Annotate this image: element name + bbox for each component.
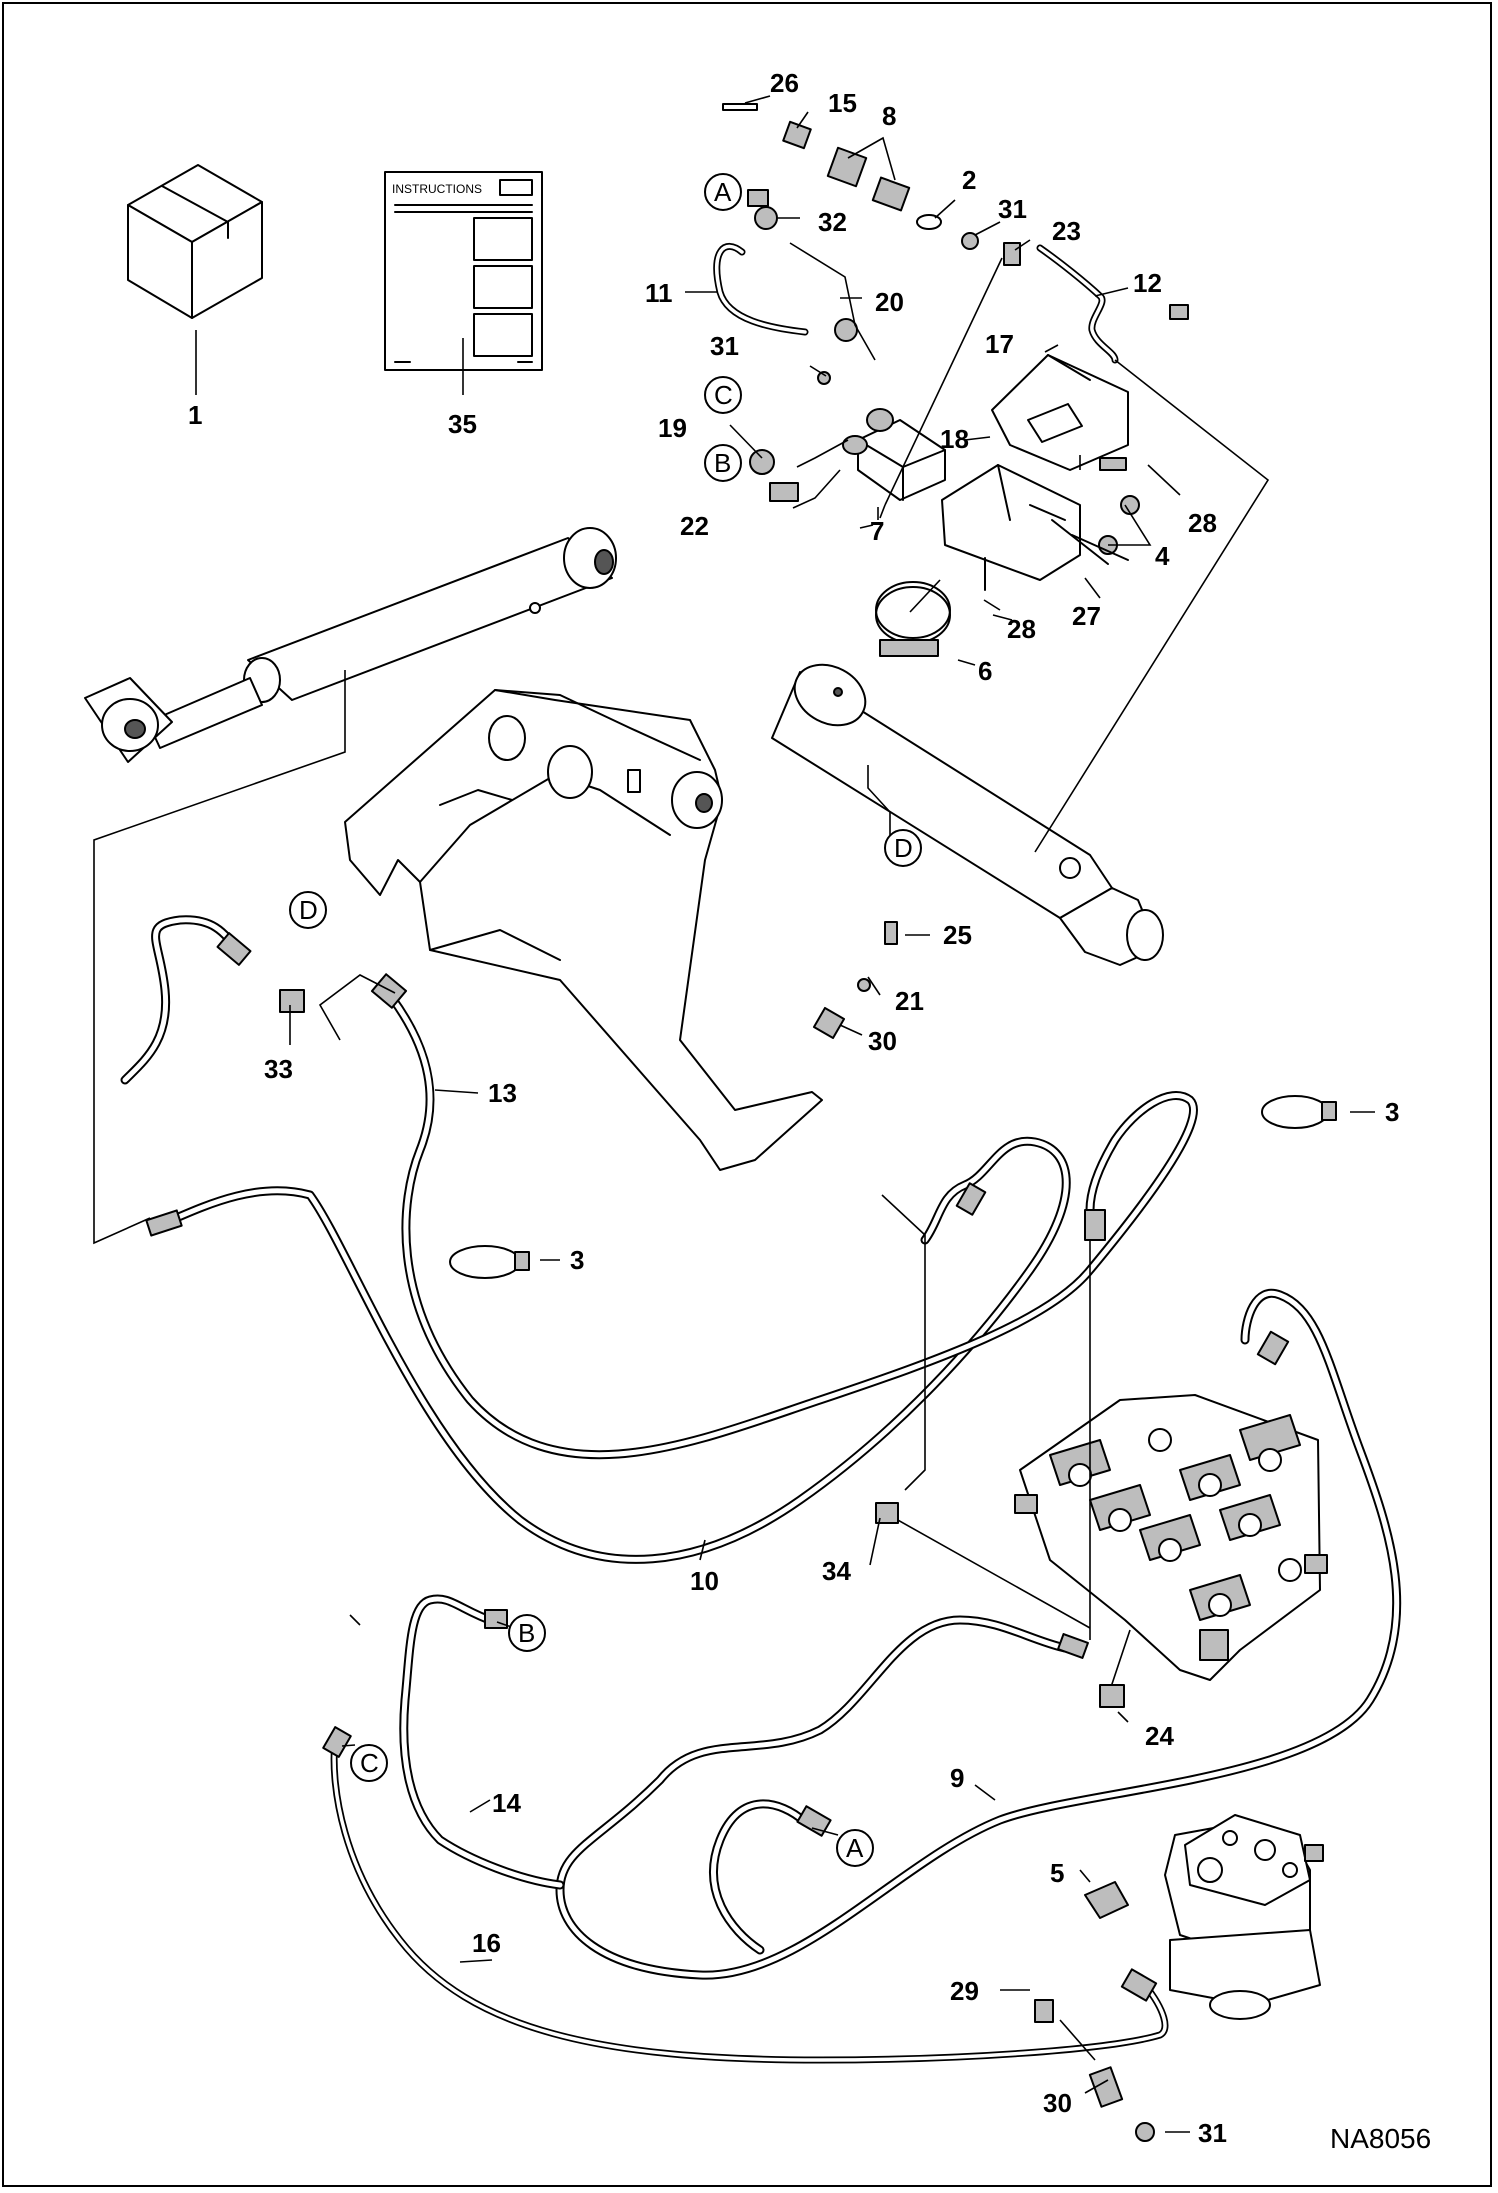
- callout-24: 24: [1145, 1721, 1174, 1751]
- callout-28: 28: [1188, 508, 1217, 538]
- callout-3: 3: [1385, 1097, 1399, 1127]
- callout-18: 18: [940, 424, 969, 454]
- hydraulic-cylinder-left: [84, 527, 617, 763]
- hydraulic-cylinder-right: [771, 663, 1164, 966]
- tube-16: [330, 1736, 1169, 2064]
- callout-1: 1: [188, 400, 202, 430]
- callout-27: 27: [1072, 601, 1101, 631]
- callout-14: 14: [492, 1788, 521, 1818]
- bracket-18: [941, 464, 1081, 581]
- connection-letter: B: [714, 448, 731, 478]
- control-valve: [1014, 1394, 1328, 1681]
- cable-tie: [1261, 1095, 1329, 1129]
- connection-letter: B: [518, 1618, 535, 1648]
- callout-30: 30: [868, 1026, 897, 1056]
- drawing-id: NA8056: [1330, 2123, 1431, 2154]
- hydraulic-motor: [1084, 1814, 1324, 2020]
- callout-17: 17: [985, 329, 1014, 359]
- callout-10: 10: [690, 1566, 719, 1596]
- hose-9: [555, 1288, 1402, 1980]
- callout-31: 31: [998, 194, 1027, 224]
- callout-15: 15: [828, 88, 857, 118]
- callout-28: 28: [1007, 614, 1036, 644]
- callout-21: 21: [895, 986, 924, 1016]
- callout-22: 22: [680, 511, 709, 541]
- tube-12: [1036, 244, 1119, 364]
- hose-13: [387, 993, 1198, 1460]
- connection-letter: C: [714, 380, 733, 410]
- callout-8: 8: [882, 101, 896, 131]
- callout-2: 2: [962, 165, 976, 195]
- callout-leaders: [289, 95, 1375, 2133]
- callout-numbers: 1 2 3 3 4 5 6 7 8 9 10 11 12 13 14 15 16…: [188, 68, 1399, 2148]
- callout-12: 12: [1133, 268, 1162, 298]
- cable-tie: [449, 1245, 521, 1279]
- connection-letter: A: [846, 1833, 864, 1863]
- hose-a-lower: [709, 1799, 810, 1955]
- instruction-sheet: INSTRUCTIONS: [384, 171, 543, 371]
- callout-9: 9: [950, 1763, 964, 1793]
- callout-4: 4: [1155, 541, 1170, 571]
- connection-letter: A: [714, 177, 732, 207]
- hose-14: [399, 1594, 565, 1890]
- callout-26: 26: [770, 68, 799, 98]
- callout-35: 35: [448, 409, 477, 439]
- callout-29: 29: [950, 1976, 979, 2006]
- connection-letter: C: [360, 1748, 379, 1778]
- connection-letter: D: [299, 895, 318, 925]
- callout-16: 16: [472, 1928, 501, 1958]
- connection-letters: A C B D D B C A: [289, 173, 922, 1867]
- bracket-17: [991, 354, 1129, 471]
- tube-11: [713, 243, 809, 336]
- callout-13: 13: [488, 1078, 517, 1108]
- kit-box: [127, 164, 263, 319]
- hose-clamp-6: [875, 581, 951, 657]
- hose-10: [155, 1136, 1071, 1564]
- callout-34: 34: [822, 1556, 851, 1586]
- callout-31: 31: [710, 331, 739, 361]
- callout-19: 19: [658, 413, 687, 443]
- callout-30: 30: [1043, 2088, 1072, 2118]
- callout-20: 20: [875, 287, 904, 317]
- boom-arm: [344, 689, 823, 1171]
- callout-7: 7: [870, 516, 884, 546]
- instruction-sheet-label: INSTRUCTIONS: [392, 182, 482, 196]
- callout-23: 23: [1052, 216, 1081, 246]
- callout-3: 3: [570, 1245, 584, 1275]
- hose-fittings: [145, 921, 1290, 2142]
- callout-31: 31: [1198, 2118, 1227, 2148]
- callout-33: 33: [264, 1054, 293, 1084]
- callout-32: 32: [818, 207, 847, 237]
- callout-5: 5: [1050, 1858, 1064, 1888]
- callout-6: 6: [978, 656, 992, 686]
- connection-letter: D: [894, 833, 913, 863]
- valve-block-7: [842, 408, 946, 501]
- hose-33-left: [120, 915, 245, 1085]
- callout-25: 25: [943, 920, 972, 950]
- callout-11: 11: [645, 278, 673, 308]
